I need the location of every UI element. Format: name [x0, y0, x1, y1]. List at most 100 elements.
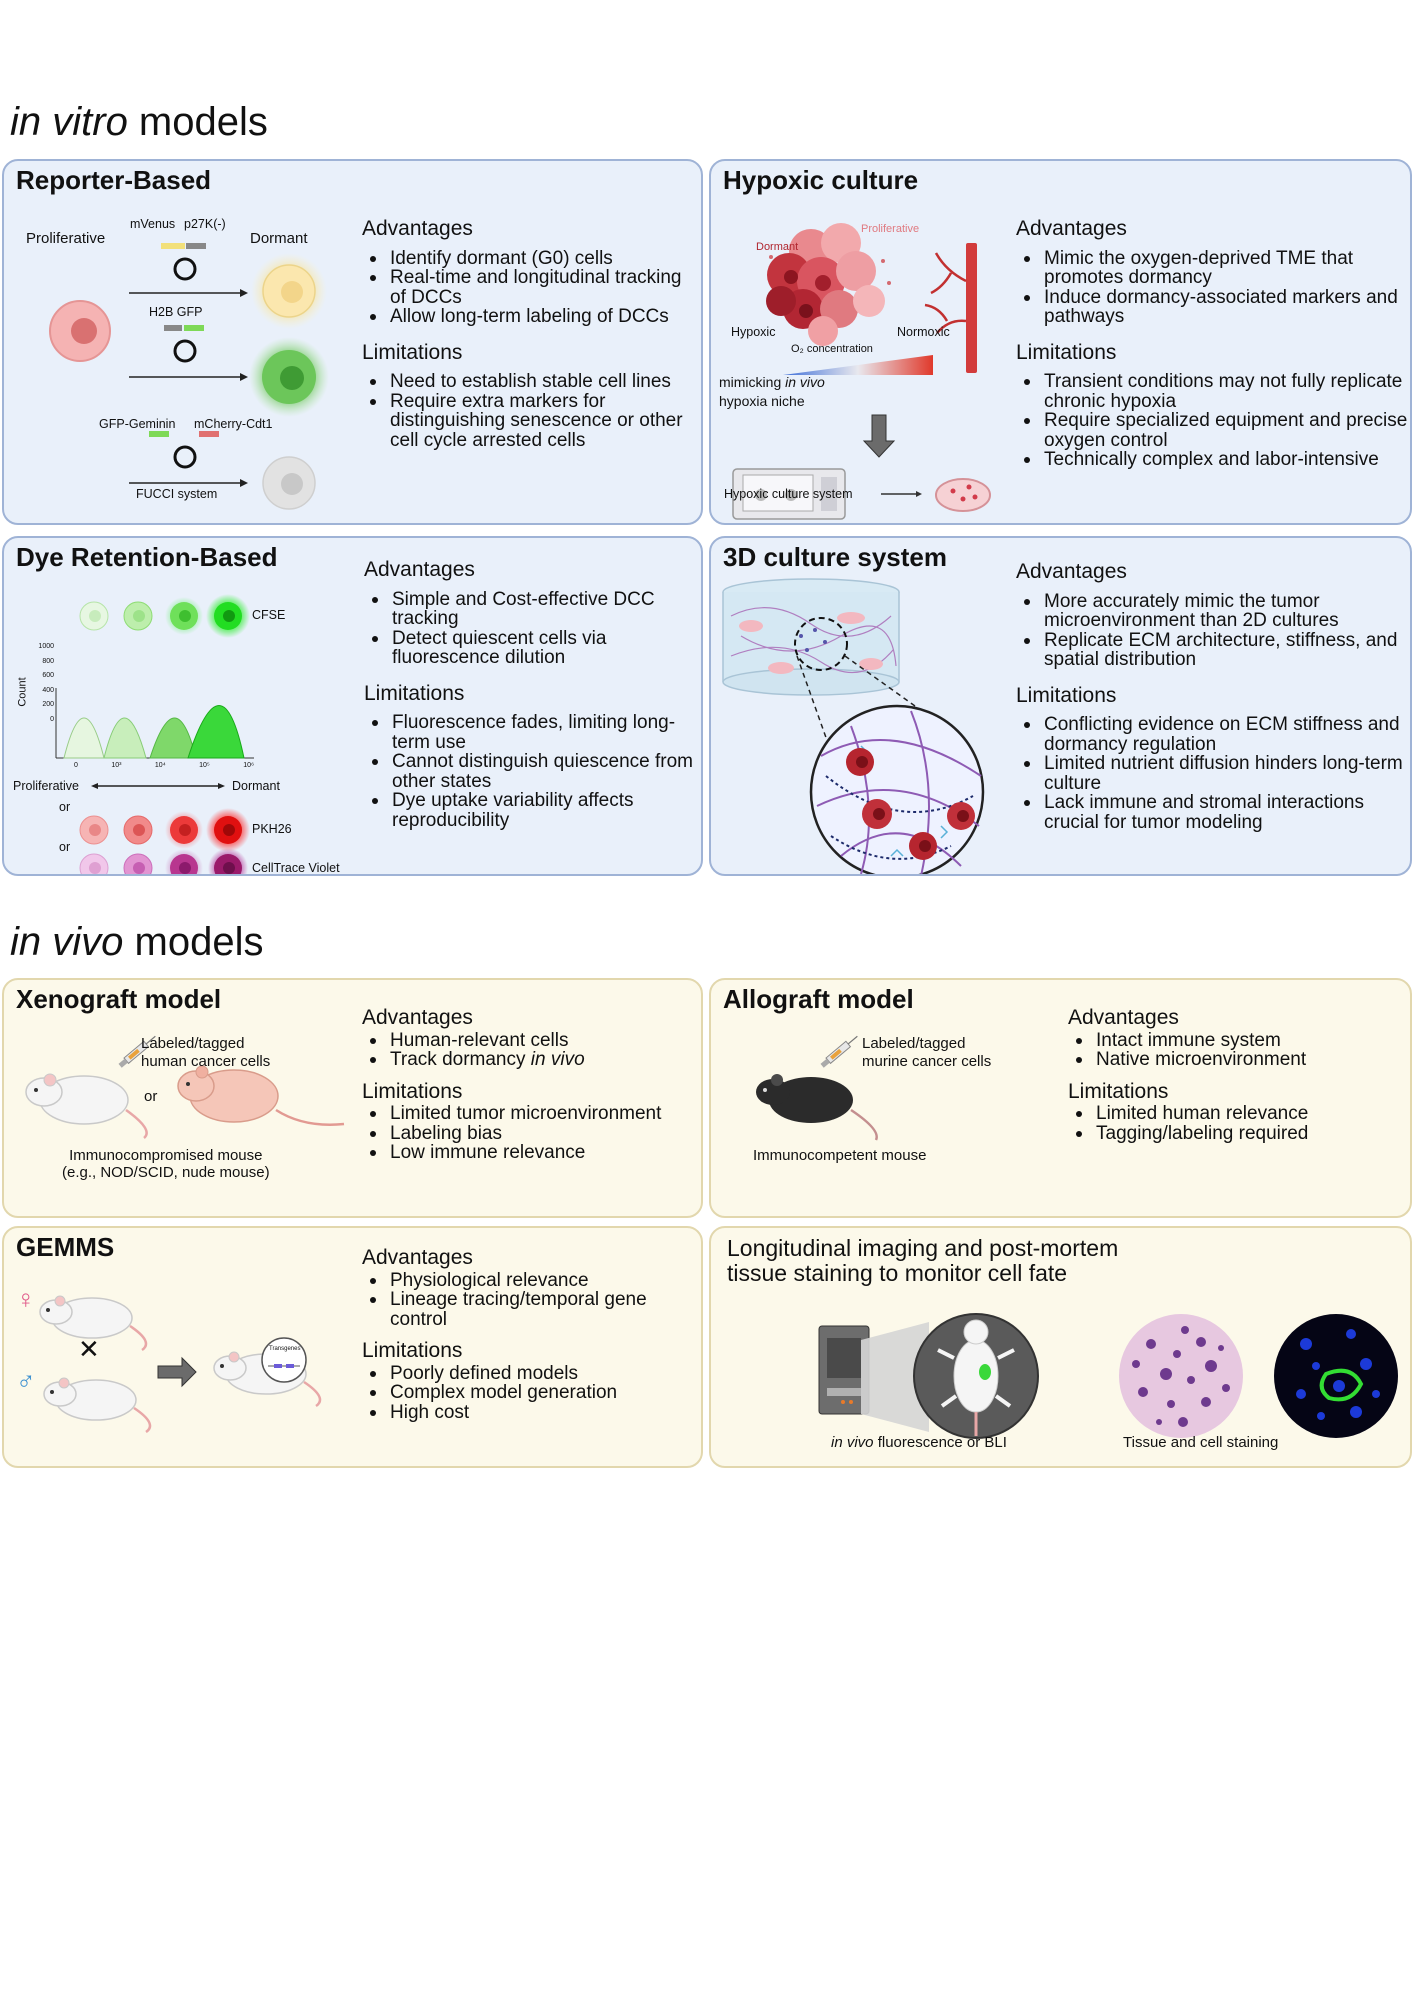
panel-title: 3D culture system — [723, 542, 947, 572]
label-p27k: p27K(-) — [184, 217, 226, 231]
gemms-illustration — [39, 1295, 322, 1434]
label-or: or — [59, 840, 71, 854]
list-item: Detect quiescent cells via fluorescence … — [364, 628, 700, 668]
list-item: Real-time and longitudinal tracking of D… — [362, 268, 698, 307]
imaging-title: Longitudinal imaging and post-mortem tis… — [727, 1235, 1119, 1286]
limitations-heading: Limitations — [362, 1079, 463, 1103]
panel-title: Hypoxic culture — [723, 165, 919, 195]
3d-culture-info: Advantages More accurately mimic the tum… — [1016, 560, 1408, 848]
limitations-heading: Limitations — [1016, 340, 1117, 364]
advantages-heading: Advantages — [362, 217, 473, 240]
dye-info: Advantages Simple and Cost-effective DCC… — [364, 558, 700, 846]
list-item: Low immune relevance — [362, 1143, 698, 1163]
hypoxic-illustration — [732, 223, 991, 520]
imaging-illustration — [818, 1313, 1398, 1439]
advantages-heading: Advantages — [362, 1006, 473, 1029]
label-proliferative: Proliferative — [861, 223, 920, 235]
advantages-list: Simple and Cost-effective DCC tracking D… — [364, 589, 700, 668]
dye-illustration — [55, 594, 254, 852]
list-item: Labeling bias — [362, 1123, 698, 1144]
list-item: Require extra markers for distinguishing… — [362, 391, 698, 451]
advantages-list: Mimic the oxygen-deprived TME that promo… — [1016, 248, 1408, 327]
gemms-info: Advantages Physiological relevance Linea… — [362, 1246, 698, 1434]
list-item: Dye uptake variability affects reproduci… — [364, 791, 700, 830]
label-dormant: Dormant — [756, 241, 799, 253]
label-fucci: FUCCI system — [136, 487, 218, 501]
list-item: Simple and Cost-effective DCC tracking — [364, 589, 700, 629]
panel-title: Dye Retention-Based — [16, 542, 278, 572]
advantages-list: Intact immune system Native microenviron… — [1068, 1030, 1408, 1070]
advantages-list: Physiological relevance Lineage tracing/… — [362, 1270, 698, 1330]
in-vivo-section-title: in vivo models — [10, 920, 264, 964]
list-item: Limited tumor microenvironment — [362, 1104, 698, 1124]
limitations-heading: Limitations — [364, 681, 465, 705]
label-immunocompromised: Immunocompromised mouse (e.g., NOD/SCID,… — [62, 1147, 270, 1181]
dye-retention-panel: Dye Retention-Based CFSE Coun — [2, 536, 703, 876]
advantages-heading: Advantages — [364, 558, 475, 581]
allograft-illustration — [756, 1035, 878, 1141]
list-item: Limited nutrient diffusion hinders long-… — [1016, 754, 1408, 793]
limitations-heading: Limitations — [1068, 1079, 1169, 1103]
label-mimicking: mimicking in vivo hypoxia niche — [719, 374, 825, 409]
reporter-info: Advantages Identify dormant (G0) cells R… — [362, 217, 698, 466]
allograft-info: Advantages Intact immune system Native m… — [1068, 1006, 1408, 1155]
limitations-list: Poorly defined models Complex model gene… — [362, 1363, 698, 1423]
advantages-list: More accurately mimic the tumor microenv… — [1016, 591, 1408, 670]
list-item: Technically complex and labor-intensive — [1016, 450, 1408, 470]
list-item: Allow long-term labeling of DCCs — [362, 307, 698, 327]
advantages-heading: Advantages — [1068, 1006, 1179, 1029]
label-o2-concentration: O₂ concentration — [791, 343, 873, 355]
list-item: Complex model generation — [362, 1383, 698, 1403]
list-item: Poorly defined models — [362, 1363, 698, 1384]
label-or: or — [59, 800, 71, 814]
list-item: Physiological relevance — [362, 1270, 698, 1291]
label-pkh26: PKH26 — [252, 822, 292, 836]
label-proliferative: Proliferative — [13, 779, 79, 793]
list-item: Conflicting evidence on ECM stiffness an… — [1016, 715, 1408, 754]
advantages-heading: Advantages — [1016, 560, 1127, 583]
limitations-list: Limited tumor microenvironment Labeling … — [362, 1104, 698, 1163]
male-icon: ♂ — [16, 1366, 36, 1396]
list-item: Lineage tracing/temporal gene control — [362, 1290, 698, 1329]
3d-culture-illustration — [722, 578, 985, 874]
gemms-panel: GEMMS ♀ ♂ ✕ Transgenes Advantages Physio… — [2, 1226, 703, 1468]
limitations-list: Conflicting evidence on ECM stiffness an… — [1016, 715, 1408, 832]
limitations-list: Fluorescence fades, limiting long-term u… — [364, 713, 700, 830]
list-item: Fluorescence fades, limiting long-term u… — [364, 713, 700, 752]
female-icon: ♀ — [16, 1284, 36, 1314]
limitations-heading: Limitations — [1016, 683, 1117, 707]
label-transgenes: Transgenes — [269, 1346, 301, 1352]
label-count: Count — [16, 677, 29, 707]
list-item: Need to establish stable cell lines — [362, 372, 698, 392]
allograft-panel: Allograft model Labeled/tagged murine ca… — [709, 978, 1412, 1218]
label-hypoxic-culture-system: Hypoxic culture system — [724, 487, 853, 501]
xenograft-panel: Xenograft model Labeled/tagged human can… — [2, 978, 703, 1218]
list-item: Replicate ECM architecture, stiffness, a… — [1016, 630, 1408, 670]
xenograft-info: Advantages Human-relevant cells Track do… — [362, 1006, 698, 1175]
label-cfse: CFSE — [252, 608, 286, 622]
advantages-list: Human-relevant cells Track dormancy in v… — [362, 1030, 698, 1070]
panel-title: Allograft model — [723, 984, 914, 1014]
limitations-heading: Limitations — [362, 1339, 463, 1362]
reporter-based-panel: Reporter-Based Proliferative Dormant mVe… — [2, 159, 703, 525]
list-item: Lack immune and stromal interactions cru… — [1016, 793, 1408, 832]
list-item: Induce dormancy-associated markers and p… — [1016, 287, 1408, 327]
label-immunocompetent: Immunocompetent mouse — [753, 1147, 927, 1164]
label-or: or — [144, 1088, 158, 1105]
list-item: Intact immune system — [1068, 1030, 1408, 1051]
advantages-heading: Advantages — [1016, 217, 1127, 240]
in-vitro-section-title: in vitro models — [10, 100, 268, 144]
list-item: Cannot distinguish quiescence from other… — [364, 752, 700, 791]
list-item: Transient conditions may not fully repli… — [1016, 372, 1408, 411]
list-item: Limited human relevance — [1068, 1104, 1408, 1124]
label-mvenus: mVenus — [130, 217, 176, 231]
panel-title: GEMMS — [16, 1232, 115, 1262]
label-celltrace-violet: CellTrace Violet — [252, 861, 340, 875]
hypoxic-info: Advantages Mimic the oxygen-deprived TME… — [1016, 217, 1408, 486]
advantages-heading: Advantages — [362, 1246, 473, 1269]
imaging-panel: Longitudinal imaging and post-mortem tis… — [709, 1226, 1412, 1468]
hypoxic-culture-panel: Hypoxic culture Dormant Proliferative Hy… — [709, 159, 1412, 525]
x-tick-labels: 0 10³ 10⁴ 10⁵ 10⁶ — [74, 762, 254, 769]
list-item: Human-relevant cells — [362, 1030, 698, 1051]
y-tick-labels: 1000 800 600 400 200 0 — [38, 643, 54, 723]
